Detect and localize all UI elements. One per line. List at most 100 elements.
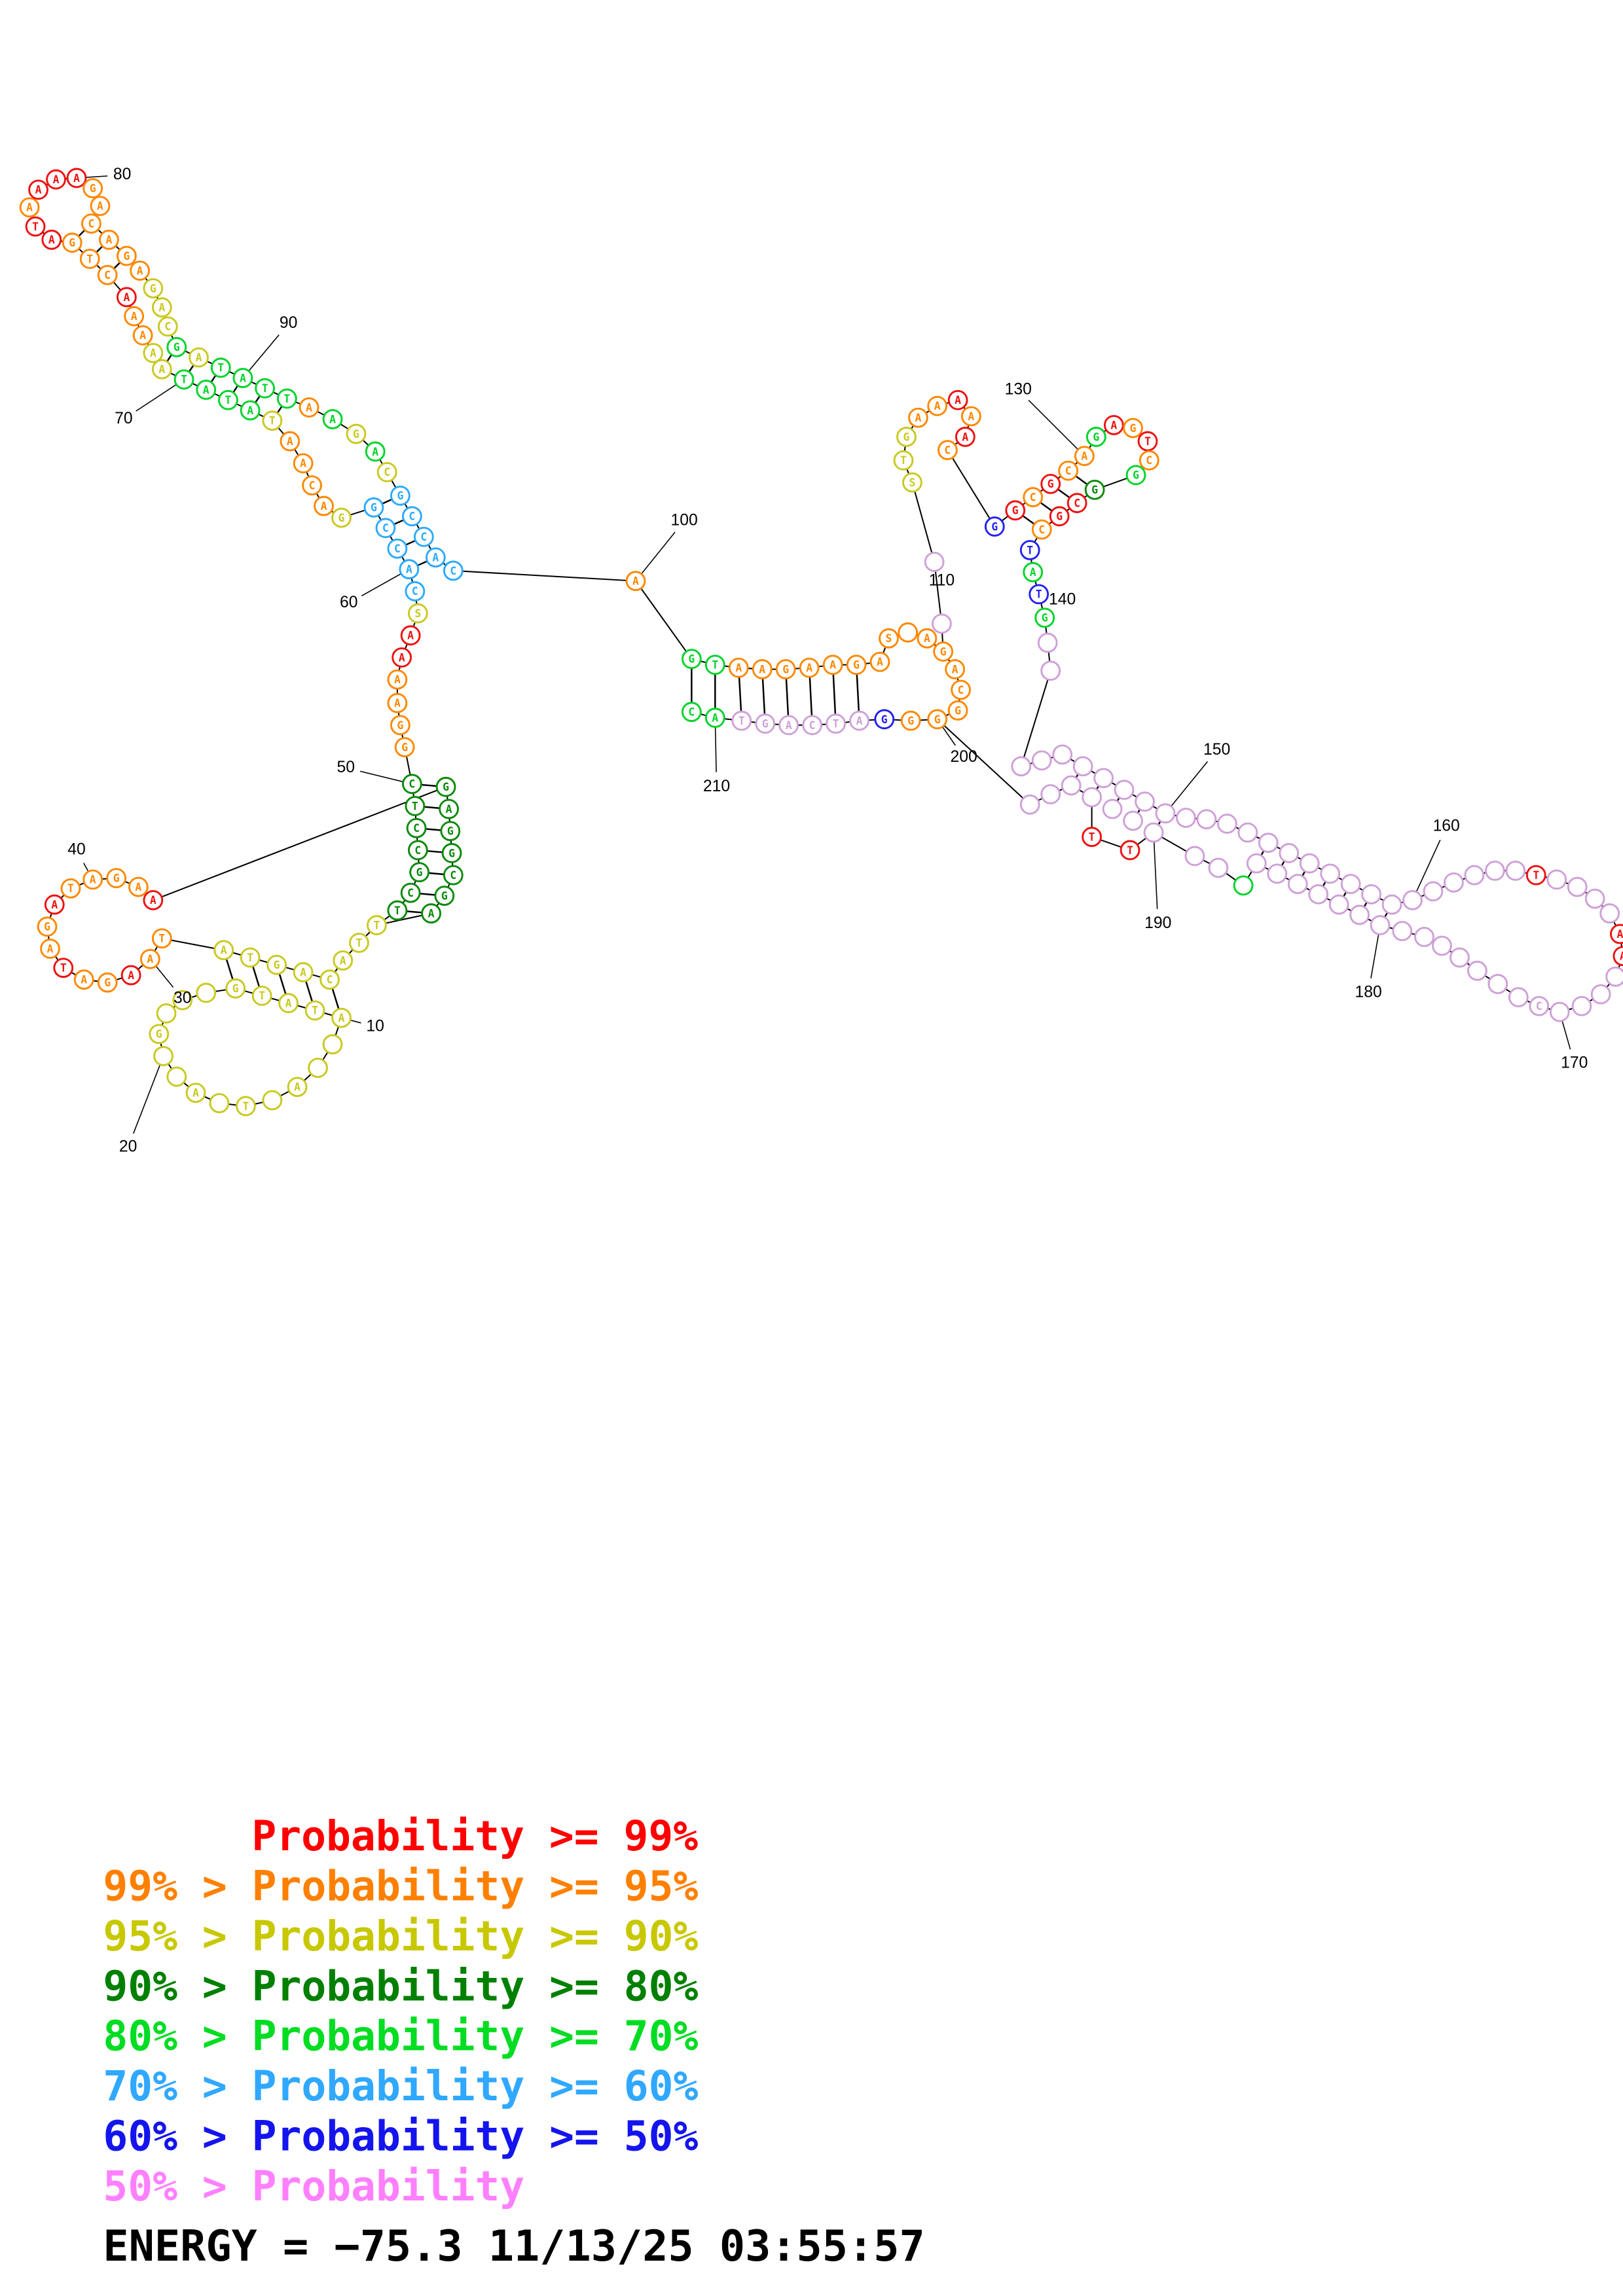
nucleotide-letter: A	[81, 974, 87, 986]
nucleotide	[869, 651, 890, 672]
nucleotide	[401, 774, 422, 795]
nucleotide-letter: A	[287, 435, 293, 448]
nucleotide	[1444, 872, 1464, 893]
nucleotide	[405, 581, 426, 601]
nucleotide-letter: A	[139, 329, 146, 342]
nucleotide	[945, 659, 966, 679]
nucleotide-letter: C	[1038, 524, 1045, 536]
nucleotide	[1034, 607, 1055, 628]
nucleotide-letter: C	[394, 543, 401, 555]
nucleotide	[927, 709, 948, 730]
nucleotide	[1487, 974, 1508, 994]
nucleotide	[346, 423, 367, 444]
nucleotide	[236, 1096, 256, 1117]
nucleotide	[392, 647, 412, 668]
nucleotide-letter: G	[338, 512, 345, 524]
nucleotide-letter: C	[809, 719, 816, 732]
nucleotide-letter: T	[900, 454, 907, 467]
nucleotide	[331, 1007, 352, 1028]
legend-line-7: 60% > Probability >= 50%	[103, 2113, 698, 2161]
nucleotide	[1019, 540, 1040, 560]
nucleotide-letter: A	[26, 202, 33, 214]
nucleotide-letter: C	[1536, 1000, 1542, 1013]
nucleotide-letter: G	[443, 781, 449, 793]
nucleotide-letter: S	[414, 607, 421, 620]
nucleotide	[425, 547, 446, 568]
nucleotide-letter: A	[306, 401, 312, 414]
nucleotide	[1567, 876, 1588, 897]
nucleotide	[1082, 827, 1103, 848]
nucleotide	[1361, 884, 1381, 905]
nucleotide	[1052, 744, 1073, 765]
nucleotide	[1308, 884, 1329, 905]
nucleotide	[1084, 479, 1105, 500]
legend-line-1: Probability >= 99%	[251, 1812, 698, 1860]
nucleotide	[1549, 1001, 1570, 1022]
nucleotide	[124, 306, 145, 327]
label-leader-line	[133, 1056, 164, 1134]
legend: Probability >= 99% 99% > Probability >= …	[103, 1812, 698, 2210]
nucleotide	[151, 297, 172, 318]
nucleotide-letter: T	[394, 905, 401, 917]
nucleotide-letter: T	[412, 800, 418, 812]
nucleotide	[1123, 810, 1143, 831]
backbone-path	[902, 399, 1623, 1013]
nucleotide	[40, 939, 60, 959]
nucleotide-letter: A	[73, 172, 80, 185]
nucleotide	[331, 507, 352, 528]
nucleotide	[293, 962, 314, 982]
nucleotide-letter: T	[283, 393, 290, 405]
nucleotide	[322, 409, 343, 429]
nucleotide-letter: C	[88, 217, 95, 230]
nucleotide	[120, 965, 141, 986]
nucleotide	[893, 450, 914, 471]
nucleotide-letter: G	[150, 282, 156, 295]
nucleotide	[349, 933, 369, 953]
nucleotide-letter: C	[384, 466, 390, 478]
nucleotide	[172, 990, 193, 1011]
nucleotide	[19, 197, 40, 218]
nucleotide	[937, 440, 958, 461]
nucleotide-letter: A	[432, 552, 439, 564]
backbone-path	[28, 177, 962, 726]
nucleotide	[407, 840, 428, 861]
nucleotide-letter: C	[1146, 454, 1152, 467]
nucleotide	[1299, 853, 1320, 874]
nucleotide	[1605, 966, 1623, 987]
label-leader-line	[635, 531, 676, 582]
nucleotide	[151, 359, 172, 380]
nucleotide	[218, 389, 238, 410]
nucleotide-letter: A	[712, 712, 718, 725]
nucleotide	[924, 552, 945, 572]
nucleotide	[1287, 874, 1308, 895]
nucleotide	[775, 659, 796, 679]
nucleotide	[1031, 750, 1052, 771]
nucleotide	[434, 886, 455, 906]
nucleotide	[225, 978, 246, 999]
nucleotide	[293, 453, 314, 474]
nucleotide	[210, 357, 231, 378]
nucleotide	[322, 1034, 343, 1054]
position-label: 210	[703, 778, 730, 795]
nucleotide	[802, 715, 823, 736]
nucleotide	[278, 993, 299, 1014]
nucleotide-letter: A	[240, 372, 246, 384]
nucleotide-letter: C	[450, 565, 456, 577]
nucleotide	[822, 655, 843, 675]
nucleotide	[400, 882, 421, 903]
position-label: 70	[115, 410, 133, 427]
nucleotide-letter: A	[294, 1081, 301, 1094]
nucleotide	[1093, 768, 1114, 789]
nucleotide-letter: G	[1130, 422, 1137, 435]
nucleotide-letter: A	[131, 310, 137, 323]
nucleotide-letter: T	[67, 882, 74, 895]
nucleotide-letter: G	[401, 741, 408, 753]
nucleotide-letter: A	[915, 412, 921, 424]
nucleotide	[1432, 935, 1452, 956]
nucleotide-letter: C	[450, 869, 456, 882]
nucleotide-letter: A	[47, 942, 54, 955]
nucleotide-letter: G	[113, 872, 120, 884]
position-label: 170	[1561, 1054, 1588, 1072]
nucleotide-letter: A	[1110, 419, 1117, 431]
